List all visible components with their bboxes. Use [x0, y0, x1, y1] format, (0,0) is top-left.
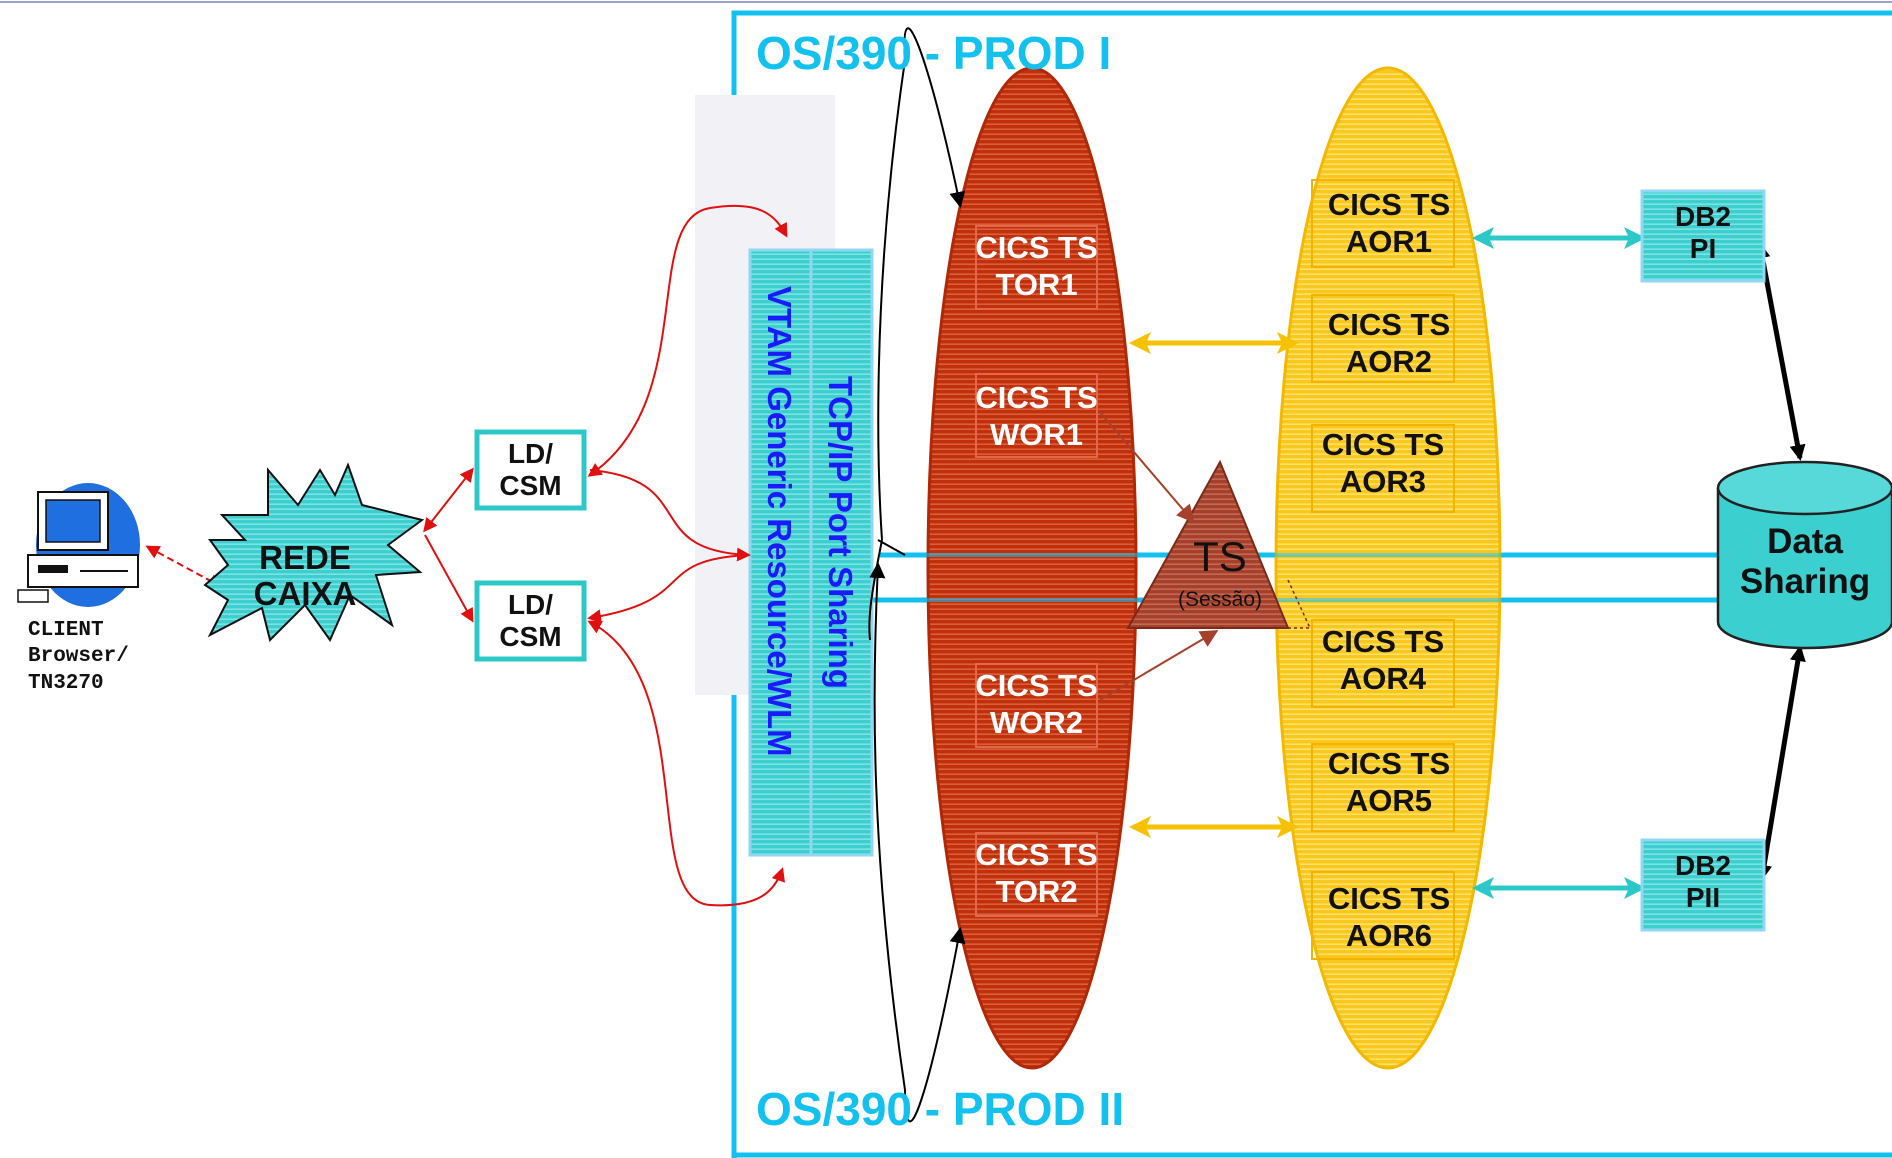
db2-pi-box [1640, 189, 1766, 283]
tor2-label: CICS TS TOR2 [974, 836, 1099, 910]
aor4-box [1311, 619, 1455, 708]
aor1-line2: AOR1 [1345, 224, 1433, 260]
tor2-line1: CICS TS [975, 837, 1098, 872]
data-sharing-cylinder [1716, 460, 1892, 650]
aor5-line1: CICS TS [1327, 746, 1451, 781]
aor6-label: CICS TS AOR6 [1314, 880, 1464, 954]
aor1-line1: CICS TS [1327, 187, 1451, 222]
ldcsm1-line1: LD/ [507, 438, 554, 469]
tor1-line2: TOR1 [995, 267, 1078, 303]
ldcsm2-column-mid-arrow [587, 554, 749, 624]
computer-icon [17, 483, 140, 607]
data-sharing-label: Data Sharing [1718, 522, 1892, 603]
ldcsm2-line2: CSM [499, 621, 562, 653]
aor2-label: CICS TS AOR2 [1314, 306, 1464, 380]
db2-pi-line2: PI [1689, 233, 1717, 265]
aor2-line2: AOR2 [1345, 344, 1433, 380]
aor3-line1: CICS TS [1321, 427, 1445, 462]
wor2-line2: WOR2 [990, 705, 1083, 741]
aor-ellipse [1274, 66, 1502, 1070]
db2-pi-label: DB2 PI [1642, 201, 1764, 265]
aor6-box [1311, 871, 1455, 960]
tor1-box [975, 225, 1098, 310]
tor1-label: CICS TS TOR1 [974, 229, 1099, 303]
aor2-line1: CICS TS [1327, 307, 1451, 342]
data-sharing-line1: Data [1767, 522, 1843, 561]
sysplex-loop-bottom [869, 562, 966, 1123]
aor5-label: CICS TS AOR5 [1314, 745, 1464, 819]
data-sharing-line2: Sharing [1739, 562, 1871, 602]
prod1-title: OS/390 - PROD I [756, 27, 1112, 79]
db2-pii-line2: PII [1685, 882, 1721, 914]
sysplex-loop-top [877, 27, 966, 541]
vtam-label: VTAM Generic Resource/WLM [761, 286, 798, 757]
aor6-line1: CICS TS [1327, 881, 1451, 916]
rede-ldcsm2-arrow [424, 534, 474, 623]
datasharing-db2pii-arrow [1756, 645, 1806, 881]
client-rede-arrow [145, 545, 223, 588]
tor1-line1: CICS TS [975, 230, 1098, 265]
ldcsm2-line1: LD/ [507, 589, 554, 620]
aor4-line1: CICS TS [1321, 624, 1445, 659]
prod2-title: OS/390 - PROD II [756, 1083, 1125, 1135]
tor2-line2: TOR2 [995, 874, 1078, 910]
db2-pi-line1: DB2 [1674, 201, 1731, 232]
sysplex-loop-join [877, 539, 906, 556]
aor6-line2: AOR6 [1345, 918, 1433, 954]
tor2-box [975, 832, 1098, 917]
ts-triangle [1126, 459, 1290, 629]
ldcsm2-column-bottom-arrow [587, 620, 785, 907]
rede-caixa-label: REDE CAIXA [253, 539, 357, 613]
ts-subtitle: (Sessão) [1177, 588, 1263, 611]
ldcsm2-label: LD/ CSM [477, 589, 584, 653]
aor5-box [1311, 743, 1455, 832]
aor1-label: CICS TS AOR1 [1314, 186, 1464, 260]
aor4-label: CICS TS AOR4 [1308, 623, 1458, 697]
ldcsm2-box [474, 580, 587, 662]
wor1-label: CICS TS WOR1 [974, 379, 1099, 453]
wor2-line1: CICS TS [975, 668, 1098, 703]
aor3-line2: AOR3 [1339, 464, 1427, 500]
wor2-box [975, 663, 1098, 748]
ts-triangle-tail2 [1287, 579, 1311, 629]
rede-ldcsm1-arrow [423, 467, 474, 533]
rede-caixa-burst [203, 462, 425, 643]
wor2-ts-arrow [1099, 629, 1219, 701]
client-label: CLIENT Browser/ TN3270 [28, 619, 129, 695]
ldcsm1-line2: CSM [499, 470, 562, 502]
db2-pii-line1: DB2 [1674, 850, 1731, 881]
db2pi-datasharing-arrow [1754, 242, 1806, 461]
wor1-ts-arrow [1097, 409, 1195, 524]
aor3-box [1311, 424, 1455, 513]
db2-pii-label: DB2 PII [1642, 850, 1764, 914]
ldcsm1-column-mid-arrow [589, 469, 751, 562]
aor1-box [1311, 179, 1455, 268]
aor3-label: CICS TS AOR3 [1308, 426, 1458, 500]
ldcsm1-column-top-arrow [587, 204, 788, 477]
ldcsm1-label: LD/ CSM [477, 438, 584, 502]
ts-title: TS [1193, 533, 1247, 580]
wor1-line2: WOR1 [990, 417, 1083, 453]
ldcsm1-box [474, 429, 587, 511]
aor2-box [1311, 294, 1455, 383]
tcpip-label: TCP/IP Port Sharing [822, 376, 859, 689]
aor4-line2: AOR4 [1339, 661, 1427, 697]
wor1-box [975, 373, 1098, 458]
tor-ellipse [926, 66, 1138, 1070]
aor5-line2: AOR5 [1345, 783, 1433, 819]
db2-pii-box [1640, 838, 1766, 932]
wor1-line1: CICS TS [975, 380, 1098, 415]
wor2-label: CICS TS WOR2 [974, 667, 1099, 741]
